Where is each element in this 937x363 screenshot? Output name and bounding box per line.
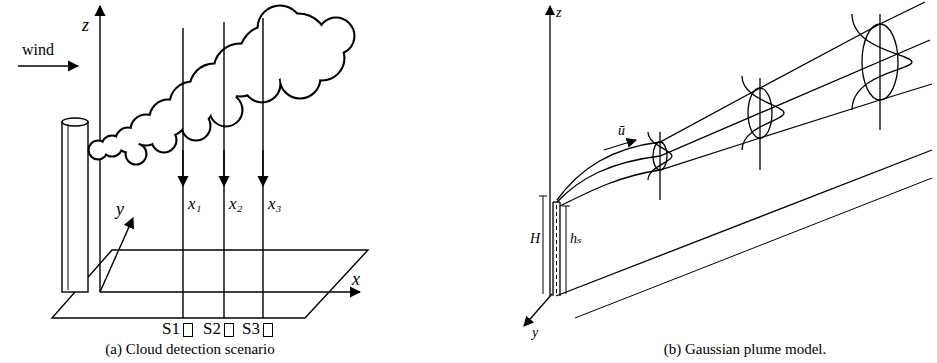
position-label: x₁ [188,195,201,212]
y-axis [100,218,133,292]
subfigure-caption: (a) Cloud detection scenario [105,342,275,357]
dimension-label: H [530,232,540,246]
y-axis [524,294,552,326]
sensor-label: S2 [203,320,221,337]
x-axis [556,150,932,296]
axis-label: y [116,200,124,218]
z-axis [549,6,550,296]
plume [557,2,932,206]
axis-label: z [82,16,89,34]
axis-label: z [556,6,561,20]
ground-line [575,178,932,318]
wind-arrow [18,65,78,66]
stack [539,196,570,296]
cloud [89,6,354,164]
axis-label: x [352,270,360,288]
subfigure-caption: (b) Gaussian plume model. [664,342,826,357]
sensor: S1 [162,320,193,337]
position-label: x₃ [268,195,281,212]
velocity-label: ū [618,124,625,138]
wind-label: wind [22,42,54,58]
position-label: x₂ [229,195,242,212]
x-axis [100,291,360,292]
dimension-label: hₛ [570,232,582,246]
sensor-label: S3 [242,320,260,337]
axis-label: y [532,326,538,340]
chimney [62,118,88,292]
sensor-box [224,323,234,337]
detection-lines [183,18,263,318]
sensor: S3 [242,320,273,337]
sensor-label: S1 [162,320,180,337]
sensor: S2 [203,320,234,337]
sensor-box [263,323,273,337]
sensor-box [183,323,193,337]
